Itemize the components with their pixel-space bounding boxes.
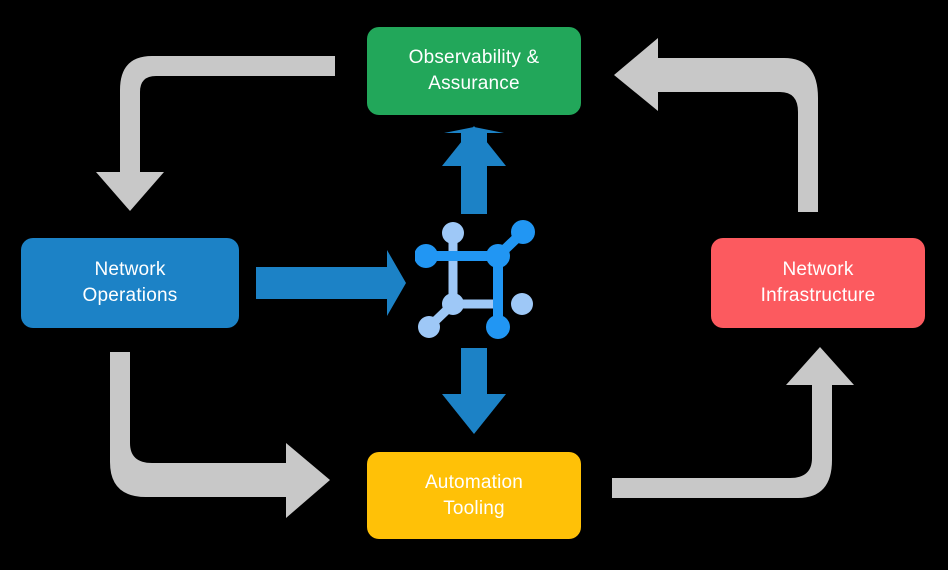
icon-edges-secondary — [425, 229, 503, 331]
arrow-network-infrastructure-to-observability — [614, 38, 818, 212]
arrow-network-operations-to-center — [256, 250, 406, 316]
arrow-center-to-observability — [442, 126, 506, 214]
icon-nodes-primary — [415, 220, 535, 339]
arrow-observability-to-network-operations — [96, 56, 335, 211]
box-observability-label: Observability & Assurance — [408, 47, 540, 94]
icon-nodes-secondary — [418, 222, 533, 338]
box-observability-and-assurance[interactable]: Observability & Assurance — [367, 27, 581, 115]
box-network-infrastructure-label: Network Infrastructure — [760, 259, 876, 306]
box-automation-tooling-label: Automation Tooling — [424, 471, 524, 519]
arrow-center-to-automation-tooling — [442, 348, 506, 434]
network-topology-icon — [415, 220, 535, 339]
box-network-operations[interactable]: Network Operations — [21, 238, 239, 328]
arrow-automation-tooling-to-network-infrastructure — [612, 347, 854, 498]
box-network-infrastructure[interactable]: Network Infrastructure — [711, 238, 925, 328]
arrow-network-operations-to-automation-tooling — [110, 352, 330, 518]
box-automation-tooling[interactable]: Automation Tooling — [367, 452, 581, 539]
box-network-operations-label: Network Operations — [82, 259, 178, 306]
